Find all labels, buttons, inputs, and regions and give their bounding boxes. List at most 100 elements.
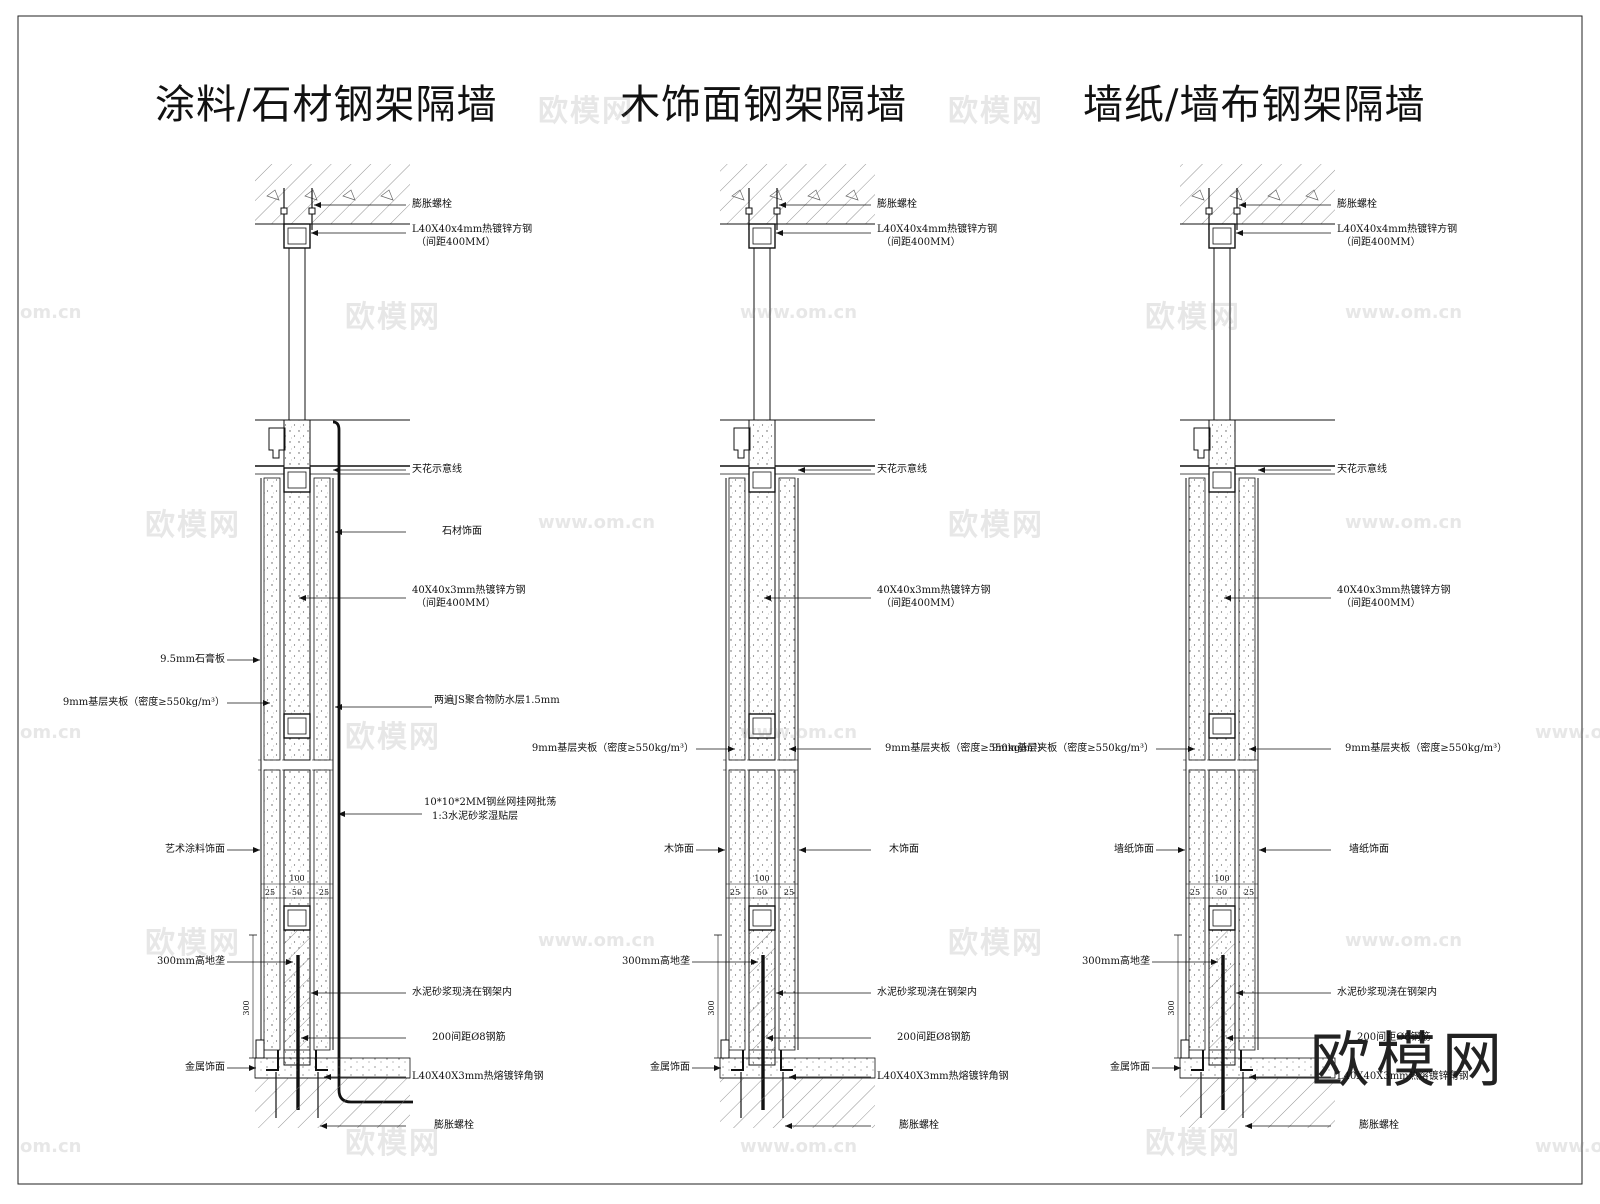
steel-tube-upper-inner (1212, 471, 1232, 489)
angle-steel (266, 1050, 279, 1071)
callout-curb: 300mm高地垄 (1081, 956, 1150, 967)
callout-ceiling-line: 天花示意线 (1337, 464, 1387, 475)
callout-rebar: 200间距Ø8钢筋 (432, 1032, 506, 1043)
ceiling-keel (268, 427, 286, 459)
callout-top-bolt: 膨胀螺栓 (412, 199, 452, 210)
callout-top-steel: L40X40x4mm热镀锌方钢 (877, 224, 998, 235)
steel-tube-inner (1212, 227, 1232, 245)
callout-mid-steel-spacing: （间距400MM） (1341, 598, 1421, 609)
callout-mid-steel-spacing: （间距400MM） (881, 598, 961, 609)
callout-bottom-bolt: 膨胀螺栓 (1359, 1120, 1399, 1131)
aggregate-mark (304, 189, 318, 201)
layer-board-right (778, 477, 796, 761)
callout-angle-steel: L40X40X3mm热熔镀锌角钢 (1337, 1071, 1469, 1082)
callout-finish-left: 艺术涂料饰面 (165, 844, 225, 855)
layer-board-right (1238, 769, 1256, 1051)
bolt-nut (1205, 207, 1213, 215)
ceiling-slab (720, 164, 875, 224)
callout-top-steel-spacing: （间距400MM） (1341, 237, 1421, 248)
callout-bottom-bolt: 膨胀螺栓 (434, 1120, 474, 1131)
steel-tube-inner (752, 227, 772, 245)
dimension-text: 100 (1214, 874, 1229, 883)
callout-finish-right: 木饰面 (889, 844, 919, 855)
callout-mid-steel: 40X40x3mm热镀锌方钢 (412, 585, 526, 596)
layer-board-right (778, 769, 796, 1051)
layer-board-left (263, 477, 281, 761)
layer-board-left (728, 769, 746, 1051)
aggregate-mark (769, 189, 783, 201)
ceiling-slab (255, 164, 410, 224)
dimension-text: 300 (707, 1000, 716, 1015)
callout-mesh-1: 10*10*2MM钢丝网挂网批荡 (424, 797, 557, 808)
callout-top-steel: L40X40x4mm热镀锌方钢 (1337, 224, 1458, 235)
callout-mid-steel-spacing: （间距400MM） (416, 598, 496, 609)
ceiling-keel (733, 427, 751, 459)
callout-ceiling-line: 天花示意线 (877, 464, 927, 475)
wall-section-2: 100 50 25 25 300 (692, 164, 876, 1129)
steel-tube-lower-inner (752, 909, 772, 927)
dimension-text: 25 (1190, 888, 1200, 897)
dimension-text: 25 (265, 888, 275, 897)
callout-finish-upper: 石材饰面 (442, 526, 482, 537)
bolt-nut (308, 207, 316, 215)
callout-top-steel-spacing: （间距400MM） (416, 237, 496, 248)
callout-top-steel: L40X40x4mm热镀锌方钢 (412, 224, 533, 235)
title-wallpaper-partition: 墙纸/墙布钢架隔墙 (1083, 82, 1426, 128)
metal-skirting (1180, 1039, 1190, 1059)
steel-tube-lower-inner (287, 909, 307, 927)
aggregate-mark (731, 189, 745, 201)
dimension-text: 50 (757, 888, 767, 897)
dimension-text: 25 (730, 888, 740, 897)
callout-rebar: 200间距Ø8钢筋 (897, 1032, 971, 1043)
aggregate-mark (266, 189, 280, 201)
callout-waterproof: 两遍JS聚合物防水层1.5mm (434, 695, 560, 706)
callout-curb: 300mm高地垄 (156, 956, 225, 967)
angle-steel (1240, 1050, 1253, 1071)
callout-mesh-2: 1:3水泥砂浆湿贴层 (432, 811, 519, 822)
callout-plywood-left: 9mm基层夹板（密度≥550kg/m³） (531, 743, 694, 754)
ceiling-keel (1193, 427, 1211, 459)
dimension-text: 25 (1244, 888, 1254, 897)
bolt-nut (745, 207, 753, 215)
aggregate-mark (1229, 189, 1243, 201)
callout-top-steel-spacing: （间距400MM） (881, 237, 961, 248)
title-paint-stone-partition: 涂料/石材钢架隔墙 (155, 82, 498, 128)
layer-board-left (263, 769, 281, 1051)
dimension-text: 100 (289, 874, 304, 883)
bolt-nut (773, 207, 781, 215)
aggregate-mark (1305, 189, 1319, 201)
aggregate-mark (380, 189, 394, 201)
layer-board-left (1188, 769, 1206, 1051)
ceiling-slab (1180, 164, 1335, 224)
steel-tube-upper-inner (287, 471, 307, 489)
callout-top-bolt: 膨胀螺栓 (1337, 199, 1377, 210)
dimension-text: 50 (292, 888, 302, 897)
dimension-text: 50 (1217, 888, 1227, 897)
dimension-text: 25 (784, 888, 794, 897)
steel-tube-lower-inner (1212, 909, 1232, 927)
steel-tube-mid-inner (287, 717, 307, 735)
callout-angle-steel: L40X40X3mm热熔镀锌角钢 (877, 1071, 1009, 1082)
layer-board-left (728, 477, 746, 761)
layer-board-left (1188, 477, 1206, 761)
callout-bottom-bolt: 膨胀螺栓 (899, 1120, 939, 1131)
angle-steel (780, 1050, 793, 1071)
callout-metal-finish: 金属饰面 (185, 1062, 225, 1073)
callout-ceiling-line: 天花示意线 (412, 464, 462, 475)
bolt-nut (1233, 207, 1241, 215)
steel-tube-upper-inner (752, 471, 772, 489)
callout-metal-finish: 金属饰面 (1110, 1062, 1150, 1073)
dimension-text: 100 (754, 874, 769, 883)
metal-skirting (255, 1039, 265, 1059)
layer-board-right (313, 477, 331, 761)
callout-finish-left: 木饰面 (664, 844, 694, 855)
dimension-text: 25 (319, 888, 329, 897)
angle-steel (315, 1050, 328, 1071)
aggregate-mark (1267, 189, 1281, 201)
aggregate-mark (807, 189, 821, 201)
callout-mortar: 水泥砂浆现浇在钢架内 (877, 987, 977, 998)
brand-logo: 欧模网 (1310, 1026, 1508, 1096)
callout-mortar: 水泥砂浆现浇在钢架内 (1337, 987, 1437, 998)
